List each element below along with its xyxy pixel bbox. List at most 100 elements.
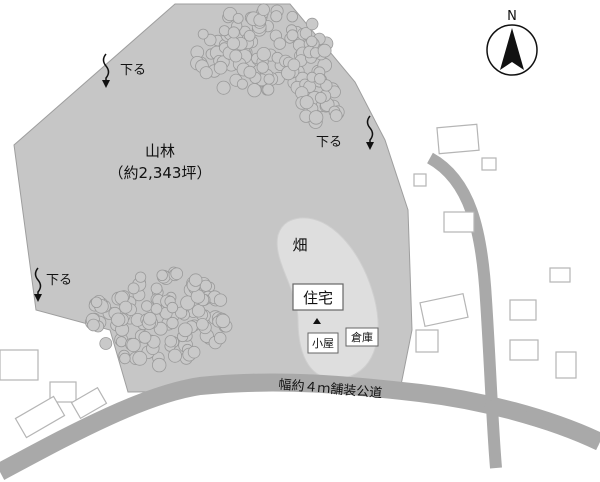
building [436, 123, 480, 155]
tree-icon [167, 348, 182, 363]
tree-icon [196, 317, 209, 331]
tree-icon [178, 322, 193, 338]
tree-icon [236, 78, 248, 90]
tree-icon [215, 313, 231, 329]
storehouse-label: 倉庫 [351, 330, 373, 344]
tree-icon [119, 352, 131, 365]
hut-building [307, 332, 339, 354]
building [443, 211, 475, 233]
tree-icon [243, 65, 257, 79]
tree-icon [119, 300, 133, 314]
tree-icon [115, 336, 127, 348]
building [555, 351, 577, 379]
tree-cluster-bottom-left [85, 266, 233, 373]
branch-road [426, 152, 502, 469]
tree-cluster-top [190, 3, 345, 129]
tree-icon [138, 330, 152, 344]
tree-icon [175, 306, 188, 319]
building [419, 292, 469, 328]
tree-icon [141, 300, 153, 312]
tree-icon [213, 293, 228, 307]
tree-icon [229, 49, 243, 63]
tree-icon [170, 267, 184, 281]
tree-icon [286, 11, 299, 23]
storehouse-building [345, 327, 379, 347]
neighbor-buildings [0, 123, 577, 439]
tree-icon [287, 58, 301, 72]
slope-arrow-icon [102, 53, 110, 82]
tree-icon [308, 110, 324, 125]
building [70, 386, 108, 420]
tree-icon [227, 26, 240, 39]
slope-arrow-icon [34, 267, 42, 296]
tree-icon [197, 28, 209, 40]
tree-icon [126, 337, 141, 353]
tree-icon [188, 273, 203, 287]
building [14, 395, 66, 439]
tree-icon [273, 37, 287, 50]
slope-label-left: 下る [46, 273, 72, 288]
hut-label: 小屋 [312, 337, 334, 350]
tree-icon [127, 282, 140, 295]
building [549, 267, 571, 283]
tree-icon [132, 350, 148, 366]
tree-icon [243, 29, 256, 42]
building [509, 339, 539, 361]
building [509, 299, 537, 321]
building [413, 173, 427, 187]
tree-icon [218, 25, 230, 37]
house-marker-icon [313, 318, 321, 324]
side-road-stub [483, 399, 600, 446]
tree-icon [257, 3, 270, 16]
house-label: 住宅 [303, 289, 333, 307]
tree-icon [286, 29, 299, 42]
tree-icon [166, 316, 179, 330]
tree-icon [270, 10, 283, 23]
field-label: 畑 [292, 236, 307, 254]
house-building [292, 283, 344, 311]
tree-icon [306, 35, 318, 48]
building [481, 157, 497, 171]
tree-icon [213, 331, 227, 345]
tree-icon [199, 66, 213, 80]
compass-north-label: N [507, 9, 517, 24]
tree-icon [317, 43, 332, 58]
building [415, 329, 439, 353]
slope-arrow-icon [366, 115, 374, 144]
tree-icon [256, 46, 271, 62]
slope-label-top: 下る [120, 63, 146, 78]
forest-label: 山林 [145, 142, 175, 160]
tree-icon [226, 36, 240, 51]
slope-label-right: 下る [316, 135, 342, 150]
tree-icon [150, 303, 163, 315]
tree-icon [299, 27, 313, 40]
tree-icon [156, 269, 168, 282]
tree-icon [256, 61, 269, 74]
north-compass: N [486, 9, 538, 76]
tree-icon [164, 335, 178, 348]
tree-icon [314, 92, 327, 104]
tree-icon [166, 301, 179, 314]
slope-marker-right: 下る [316, 115, 374, 150]
building [0, 349, 39, 381]
slope-marker-top: 下る [102, 53, 146, 88]
tree-icon [314, 73, 326, 85]
tree-icon [191, 304, 206, 318]
north-arrow-icon [500, 28, 524, 70]
tree-icon [180, 295, 196, 311]
tree-icon [187, 345, 201, 359]
tree-icon [143, 311, 157, 326]
slope-marker-left: 下る [34, 267, 72, 302]
tree-icon [263, 73, 275, 85]
tree-icon [150, 282, 163, 295]
tree-icon [306, 17, 319, 31]
tree-icon [299, 95, 314, 110]
tree-icon [216, 80, 231, 95]
tree-icon [99, 337, 113, 350]
tree-icon [153, 321, 168, 336]
tree-icon [329, 109, 343, 122]
tree-icon [213, 60, 228, 75]
tree-icon [111, 312, 126, 327]
tree-icon [87, 318, 100, 332]
